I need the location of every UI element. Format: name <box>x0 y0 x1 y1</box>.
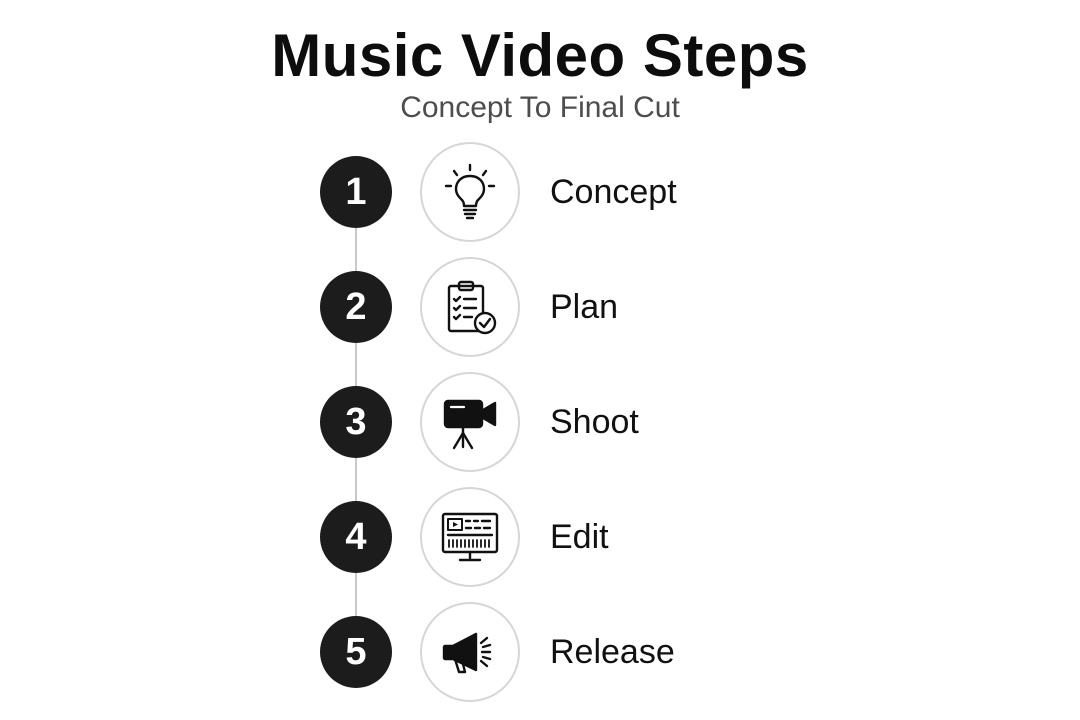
monitor-timeline-icon <box>441 512 499 562</box>
step-label: Shoot <box>550 403 639 441</box>
page-title: Music Video Steps <box>271 22 809 89</box>
step-number-badge: 3 <box>320 386 392 458</box>
clipboard-check-icon <box>447 280 497 335</box>
step-5: 5 Release <box>0 602 1080 702</box>
megaphone-icon <box>442 632 492 674</box>
step-icon-ring <box>420 602 520 702</box>
step-icon-ring <box>420 487 520 587</box>
step-2: 2 Plan <box>0 257 1080 357</box>
lightbulb-icon <box>444 163 496 220</box>
step-number-badge: 1 <box>320 156 392 228</box>
step-label: Plan <box>550 288 619 326</box>
step-4: 4 <box>0 487 1080 587</box>
step-label: Edit <box>550 518 609 556</box>
step-number-badge: 4 <box>320 501 392 573</box>
step-label: Concept <box>550 173 677 211</box>
step-icon-ring <box>420 142 520 242</box>
step-label: Release <box>550 633 675 671</box>
step-3: 3 Shoot <box>0 372 1080 472</box>
page-subtitle: Concept To Final Cut <box>400 91 680 124</box>
video-camera-tripod-icon <box>443 399 497 450</box>
step-number-badge: 2 <box>320 271 392 343</box>
step-number-badge: 5 <box>320 616 392 688</box>
step-icon-ring <box>420 372 520 472</box>
step-icon-ring <box>420 257 520 357</box>
step-1: 1 Concept <box>0 142 1080 242</box>
